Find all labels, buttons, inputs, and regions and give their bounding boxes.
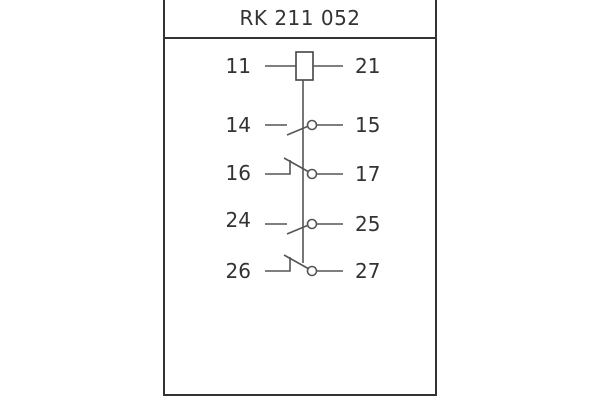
terminal-label: 27 bbox=[355, 259, 380, 283]
switch-blade bbox=[283, 157, 310, 173]
contact-point bbox=[306, 119, 318, 131]
contact-row-4: 26 27 bbox=[226, 254, 380, 283]
terminal-label: 15 bbox=[355, 113, 380, 137]
contact-row-1: 14 15 bbox=[226, 113, 381, 137]
contact-row-3: 24 25 bbox=[226, 208, 381, 236]
switch-blade bbox=[283, 254, 310, 270]
contact-point bbox=[306, 265, 318, 277]
terminal-label: 17 bbox=[355, 162, 380, 186]
coil-row: 11 21 bbox=[226, 51, 380, 81]
contact-point bbox=[306, 218, 318, 230]
terminal-label: 16 bbox=[226, 161, 251, 185]
diagram-title: RK 211 052 bbox=[239, 6, 360, 30]
contact-wire-left bbox=[265, 257, 291, 272]
terminal-label: 25 bbox=[355, 212, 380, 236]
terminal-label: 21 bbox=[355, 54, 380, 78]
coil-symbol bbox=[295, 51, 314, 81]
contact-row-2: 16 17 bbox=[226, 157, 380, 186]
terminal-label: 26 bbox=[226, 259, 251, 283]
contact-wire-left bbox=[265, 160, 291, 175]
terminal-label: 24 bbox=[226, 208, 251, 232]
contact-point bbox=[306, 168, 318, 180]
terminal-label: 11 bbox=[226, 54, 251, 78]
terminal-label: 14 bbox=[226, 113, 251, 137]
